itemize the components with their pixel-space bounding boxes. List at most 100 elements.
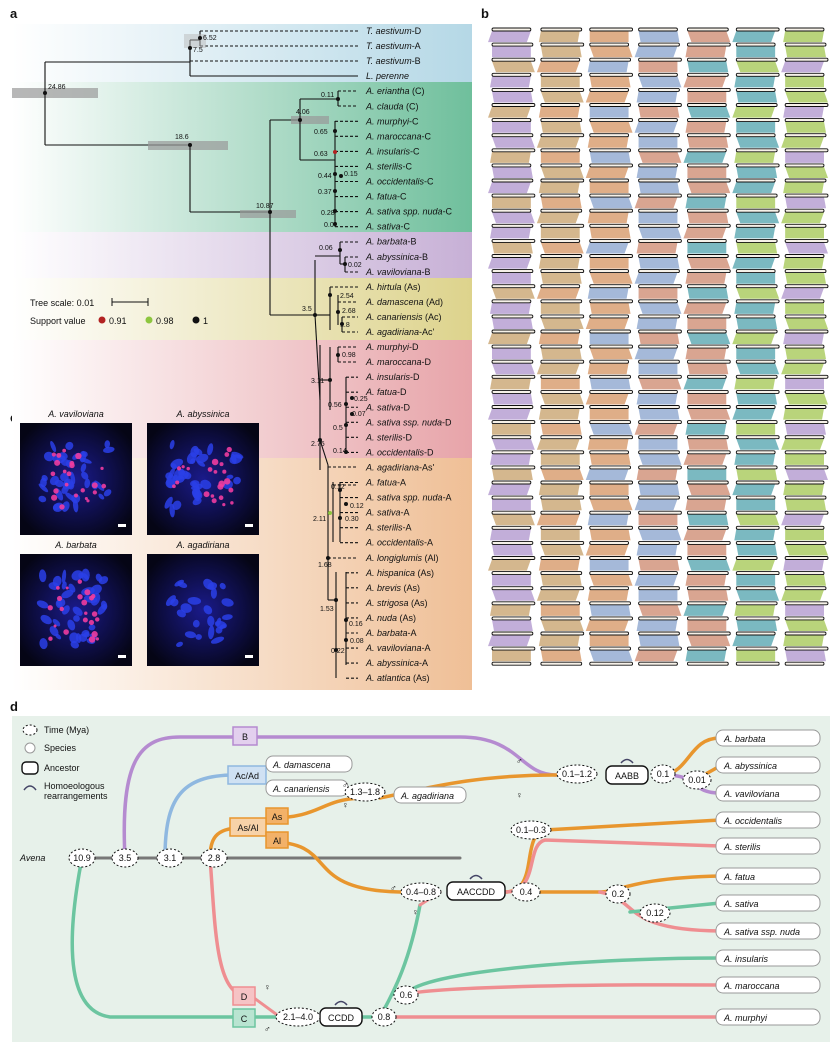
chromosome-bar <box>540 238 581 243</box>
synteny-ribbon <box>589 106 629 118</box>
synteny-ribbon <box>683 151 727 163</box>
synteny-ribbon <box>488 257 531 269</box>
chromosome-bar <box>784 133 827 138</box>
synteny-plot <box>488 27 829 666</box>
chromosome-bar <box>491 329 536 334</box>
chromosome-bar <box>540 178 585 183</box>
node-age-label: 0.07 <box>352 411 366 418</box>
node-age-label: 0.01 <box>324 222 338 229</box>
chromosome-bar <box>686 450 731 455</box>
synteny-ribbon <box>687 619 727 631</box>
synteny-ribbon <box>785 151 824 163</box>
synteny-ribbon <box>736 438 780 450</box>
chromosome-bar <box>735 420 778 425</box>
synteny-ribbon <box>492 121 531 133</box>
node-age-label: 0.44 <box>318 173 332 180</box>
chromosome-bar <box>686 133 731 138</box>
synteny-ribbon <box>785 272 826 284</box>
synteny-ribbon <box>638 589 678 601</box>
taxon-name: A. damascena <box>365 297 424 307</box>
taxon-label-12: A. sativa spp. nuda-C <box>365 207 453 217</box>
chromosome-bar <box>638 163 678 168</box>
taxon-subgenome: -D <box>422 357 432 367</box>
node-age-label: 2.11 <box>313 516 326 523</box>
tree-node <box>344 618 348 622</box>
chromosome-bar <box>589 556 632 560</box>
taxon-name: L. perenne <box>366 71 409 81</box>
fish-signal <box>91 482 98 489</box>
chromosome-bar <box>686 661 729 666</box>
chromosome-bar <box>491 480 532 485</box>
synteny-ribbon <box>589 635 629 647</box>
synteny-ribbon <box>638 61 678 73</box>
fish-signal <box>56 452 62 458</box>
chromosome-bar <box>638 405 680 409</box>
synteny-ribbon <box>736 91 778 103</box>
taxon-name: A. sterilis <box>365 523 403 533</box>
species-right-10 <box>715 1008 821 1026</box>
time-node-0 <box>68 848 96 868</box>
chromosome-bar <box>491 72 532 77</box>
chromosome-bar <box>686 208 729 213</box>
chromosome-bar <box>491 163 532 168</box>
lineage-path <box>268 840 402 894</box>
synteny-ribbon <box>634 121 678 133</box>
chromosome-bar <box>540 374 581 379</box>
chromosome-bar <box>735 510 778 515</box>
sex-symbol-5: ♀ <box>412 907 419 917</box>
genome-box-b-label: B <box>242 732 248 742</box>
taxon-label-19: A. canariensis (Ac) <box>365 312 442 322</box>
species-right-label-9: A. maroccana <box>723 981 780 991</box>
taxon-subgenome: -A <box>397 478 406 488</box>
synteny-ribbon <box>589 484 629 496</box>
taxon-subgenome: -B <box>408 237 417 247</box>
chromosome-bar <box>686 586 731 591</box>
synteny-ribbon <box>683 453 727 465</box>
taxon-label-10: A. occidentalis-C <box>365 177 434 187</box>
chromosome <box>203 578 214 590</box>
synteny-ribbon <box>490 453 531 465</box>
synteny-ribbon <box>540 499 582 511</box>
age-bar <box>148 141 228 150</box>
taxon-name: T. aestivum <box>366 26 412 36</box>
taxon-label-40: A. barbata-A <box>365 628 417 638</box>
chromosome <box>41 474 48 482</box>
ancestor-aaccdd-label: AACCDD <box>457 887 496 897</box>
legend-time-symbol <box>22 724 38 736</box>
fish-signal <box>91 631 98 638</box>
chromosome-bar <box>540 57 581 62</box>
synteny-ribbon <box>732 106 776 118</box>
node-age-label: 2.75 <box>311 441 325 448</box>
fish-signal <box>211 458 219 466</box>
tree-branch <box>319 439 329 466</box>
fish-signal <box>181 465 185 469</box>
synteny-ribbon <box>638 76 682 88</box>
synteny-ribbon <box>785 650 826 662</box>
chromosome-bar <box>589 389 634 394</box>
node-age-label: 24.86 <box>48 84 66 91</box>
chromosome-bar <box>638 420 682 425</box>
chromosome-bar <box>735 299 780 304</box>
phylogenetic-tree: 6.527.524.8618.610.874.060.110.650.630.4… <box>12 30 368 679</box>
chromosome-bar <box>540 223 585 228</box>
chromosome-bar <box>638 435 678 440</box>
synteny-ribbon <box>536 212 580 224</box>
chromosome-bar <box>540 27 583 32</box>
micrograph-title-3: A. barbata <box>55 540 97 550</box>
chromosome-bar <box>735 133 776 138</box>
time-label-5: 0.1–1.2 <box>562 769 592 779</box>
synteny-ribbon <box>736 363 780 375</box>
tree-node <box>333 189 337 193</box>
taxon-subgenome: -A <box>424 538 433 548</box>
chromosome <box>207 443 214 456</box>
synteny-ribbon <box>589 272 633 284</box>
chromosome-bar <box>491 103 536 107</box>
synteny-ribbon <box>540 468 584 480</box>
chromosome <box>233 476 241 485</box>
synteny-ribbon <box>783 635 824 647</box>
tree-node <box>338 516 342 520</box>
synteny-ribbon <box>492 574 531 586</box>
synteny-ribbon <box>538 484 580 496</box>
taxon-subgenome: -C <box>401 222 411 232</box>
synteny-ribbon <box>540 121 582 133</box>
